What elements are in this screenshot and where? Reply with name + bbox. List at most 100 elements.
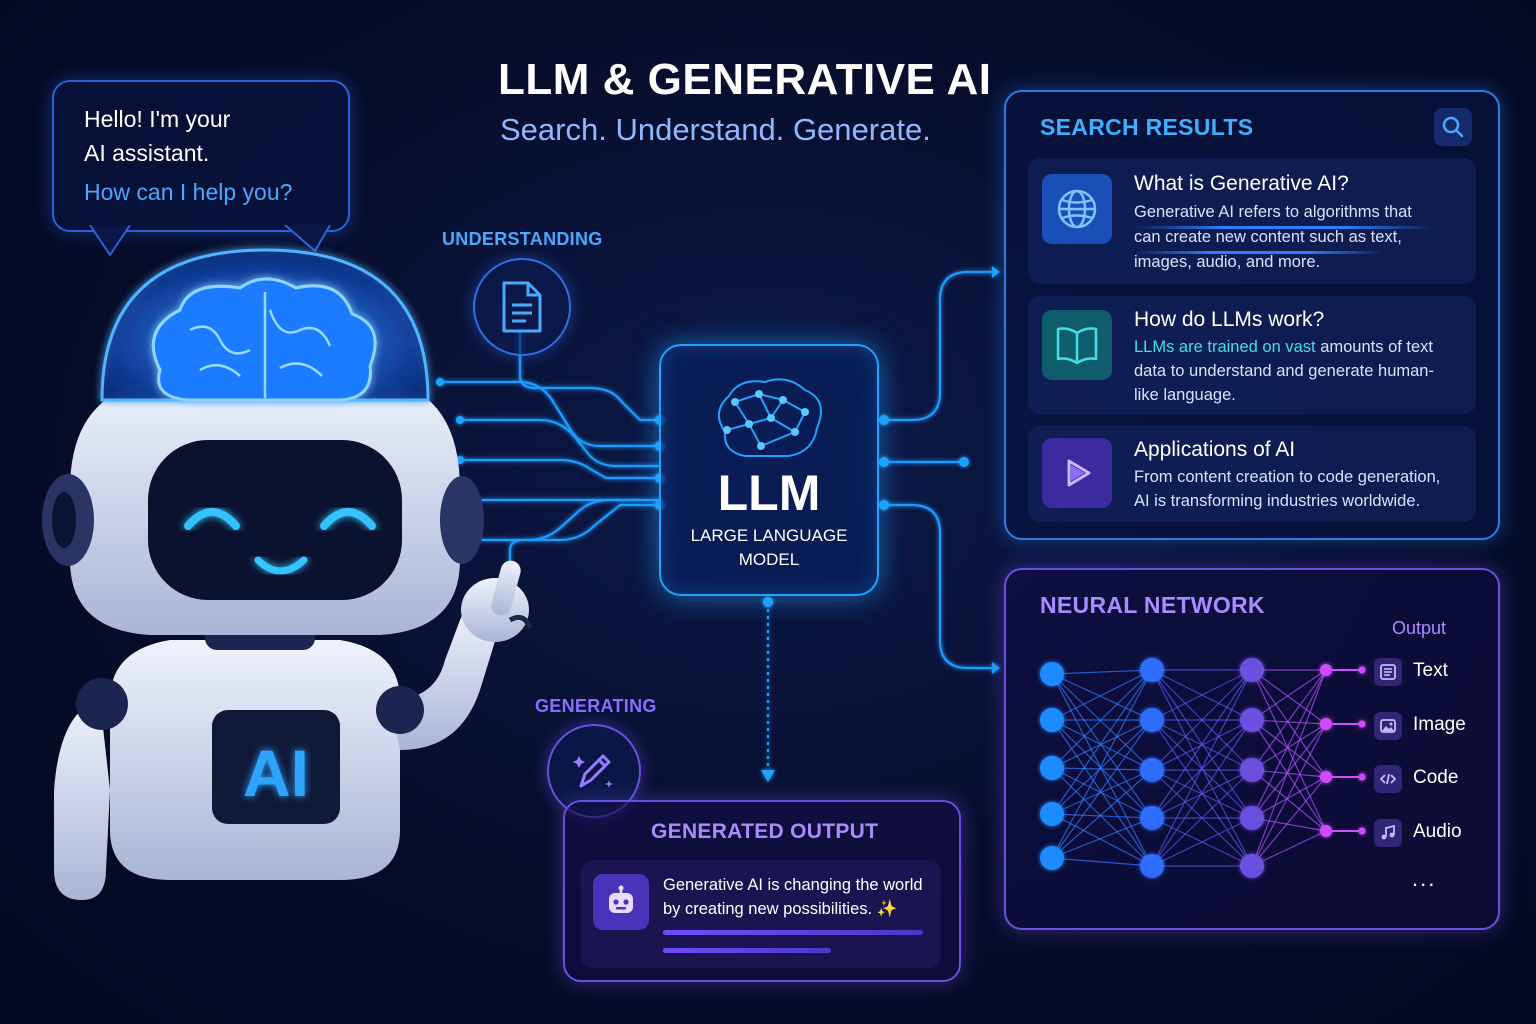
- document-icon: [502, 281, 542, 333]
- generated-output-line-1: Generative AI is changing the world: [663, 876, 923, 894]
- nn-node: [1040, 662, 1064, 686]
- result-text-line: like language.: [1134, 386, 1236, 404]
- label-understanding: UNDERSTANDING: [442, 229, 603, 249]
- nn-edge: [1051, 769, 1153, 815]
- nn-edge: [1251, 669, 1327, 832]
- bubble-tails: [89, 225, 331, 257]
- nn-edge: [1251, 669, 1327, 819]
- wire-in-2: [460, 418, 660, 468]
- nn-edge: [1151, 817, 1253, 867]
- page-title: LLM & GENERATIVE AI: [498, 55, 992, 104]
- text-icon: [1374, 658, 1402, 686]
- nn-edge: [1151, 669, 1253, 819]
- nn-node: [1240, 854, 1264, 878]
- nn-edge: [1251, 776, 1327, 819]
- globe-icon: [1042, 174, 1112, 244]
- llm-subtitle-line-1: LARGE LANGUAGE: [690, 526, 848, 545]
- generated-output-bar-2: [663, 948, 831, 953]
- result-title: How do LLMs work?: [1134, 308, 1325, 331]
- result-underline: [1134, 251, 1384, 254]
- search-result-item[interactable]: Applications of AI From content creation…: [1028, 426, 1476, 522]
- nn-edge: [1251, 769, 1327, 832]
- wire-in-1: [440, 380, 660, 448]
- nn-edge: [1051, 767, 1153, 819]
- output-label-audio: Audio: [1413, 821, 1462, 842]
- nn-edge: [1051, 673, 1153, 721]
- arrow-to-nn: [992, 662, 1000, 674]
- result-highlight: LLMs are trained on vast: [1134, 338, 1316, 356]
- result-text-line: data to understand and generate human-: [1134, 362, 1434, 380]
- result-title: Applications of AI: [1134, 438, 1296, 461]
- robot-chest-label: AI: [243, 736, 309, 810]
- search-result-item[interactable]: What is Generative AI? Generative AI ref…: [1028, 158, 1476, 284]
- wire-to-nn: [878, 503, 992, 670]
- nn-node: [1320, 771, 1332, 783]
- llm-subtitle-line-2: MODEL: [738, 550, 800, 569]
- nn-edge: [1051, 767, 1153, 771]
- nn-edge: [1251, 817, 1327, 832]
- search-results-title: SEARCH RESULTS: [1040, 114, 1254, 140]
- nn-node: [1240, 758, 1264, 782]
- neural-network-graph: [1040, 658, 1366, 878]
- result-text-line: can create new content such as text,: [1134, 228, 1402, 246]
- search-button[interactable]: [1434, 108, 1472, 146]
- nn-edge: [1251, 723, 1327, 771]
- generated-output-card: Generative AI is changing the world by c…: [581, 860, 941, 968]
- nn-edge: [1251, 719, 1327, 725]
- result-title: What is Generative AI?: [1134, 172, 1349, 195]
- neural-brain-icon: [718, 378, 822, 457]
- wire-in-6: [508, 503, 660, 578]
- nn-edge: [1051, 817, 1153, 859]
- nn-edge: [1251, 719, 1327, 778]
- llm-title: LLM: [717, 465, 821, 521]
- nn-node: [1320, 825, 1332, 837]
- search-result-item[interactable]: How do LLMs work? LLMs are trained on va…: [1028, 296, 1476, 414]
- neural-network-panel: NEURAL NETWORK Output Text: [1004, 568, 1500, 930]
- nn-edge: [1251, 723, 1327, 867]
- nn-edge: [1051, 719, 1153, 771]
- nn-edge: [1051, 673, 1153, 819]
- nn-node: [1320, 718, 1332, 730]
- nn-node: [1240, 806, 1264, 830]
- nn-output-dot: [1358, 827, 1366, 835]
- nn-output-dot: [1358, 773, 1366, 781]
- arrow-to-search: [992, 266, 1000, 278]
- nn-edge: [1251, 830, 1327, 867]
- result-underline: [1134, 226, 1434, 229]
- nn-edge: [1051, 719, 1153, 815]
- music-icon: [1374, 819, 1402, 847]
- nn-node: [1140, 708, 1164, 732]
- result-text-line: Generative AI refers to algorithms that: [1134, 203, 1412, 221]
- result-text-line: images, audio, and more.: [1134, 253, 1321, 271]
- nn-node: [1040, 756, 1064, 780]
- nn-edge: [1251, 669, 1327, 867]
- output-label-text: Text: [1413, 660, 1448, 681]
- llm-core-box: LLM LARGE LANGUAGE MODEL: [659, 344, 879, 596]
- robot-mascot: AI: [42, 248, 533, 900]
- result-text-rest: amounts of text: [1315, 338, 1434, 356]
- result-text-line: LLMs are trained on vast amounts of text: [1134, 338, 1433, 357]
- nn-edge: [1151, 769, 1253, 867]
- search-icon: [1442, 116, 1464, 138]
- book-icon: [1042, 310, 1112, 380]
- nn-node: [1140, 854, 1164, 878]
- result-text-line: From content creation to code generation…: [1134, 468, 1441, 486]
- nn-edge: [1051, 813, 1153, 819]
- nn-edge: [1051, 719, 1153, 859]
- nn-edge: [1251, 723, 1327, 819]
- nn-node: [1240, 658, 1264, 682]
- nn-edge: [1051, 669, 1153, 721]
- nn-edge: [1051, 669, 1153, 675]
- nn-edge: [1051, 673, 1153, 867]
- play-icon: [1042, 438, 1112, 508]
- nn-edge: [1151, 669, 1253, 721]
- nn-node: [1320, 664, 1332, 676]
- nn-edge: [1051, 669, 1153, 859]
- output-label-code: Code: [1413, 767, 1459, 788]
- nn-node: [1140, 806, 1164, 830]
- generated-output-title: GENERATED OUTPUT: [651, 820, 879, 843]
- nn-edge: [1251, 669, 1327, 778]
- nn-edge: [1251, 669, 1327, 721]
- nn-node: [1040, 708, 1064, 732]
- nn-node: [1040, 802, 1064, 826]
